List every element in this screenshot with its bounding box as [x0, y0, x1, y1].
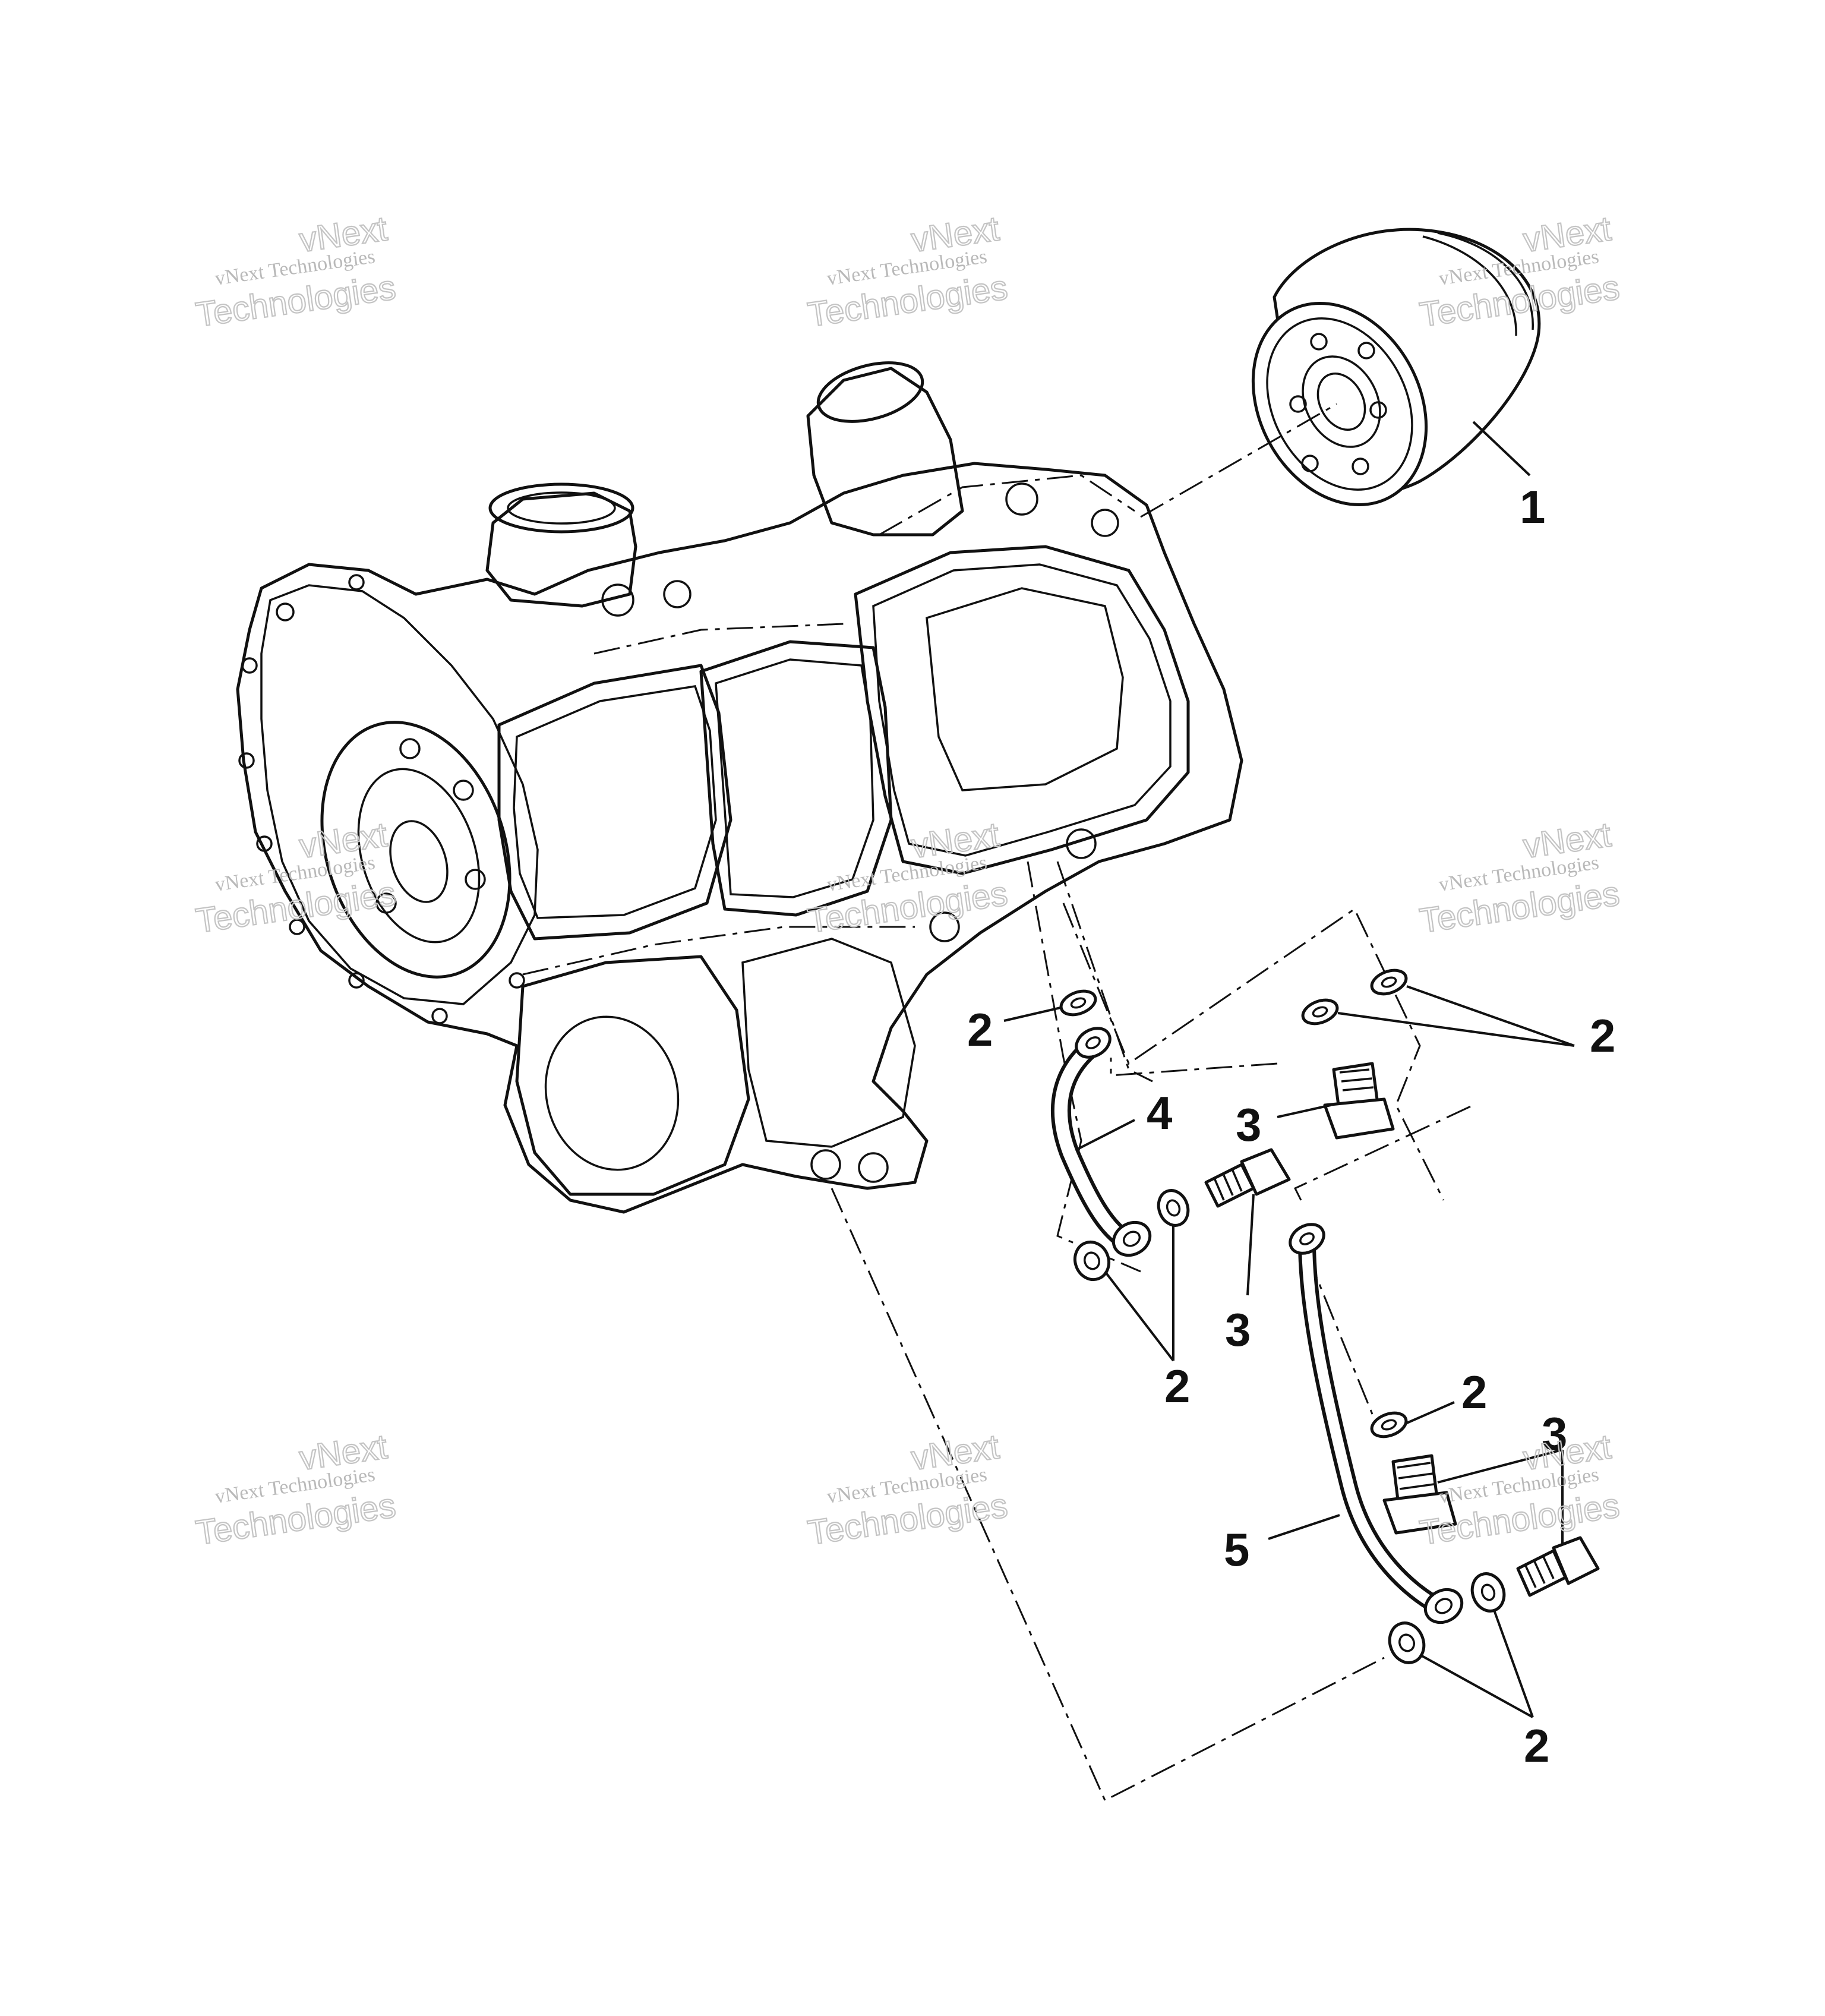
- oil-filter: 1: [1140, 228, 1545, 533]
- oil-pipe-lower: 5 2 3 2: [831, 1104, 1600, 1802]
- engine-crankcase: [236, 361, 1243, 1214]
- callout-bolts-lower: 3: [1542, 1408, 1567, 1460]
- callout-oil-pipe-upper: 4: [1147, 1087, 1172, 1139]
- callout-washers-left-top: 2: [967, 1004, 993, 1056]
- callout-washers-right-top: 2: [1590, 1009, 1615, 1062]
- callout-oil-pipe-lower: 5: [1224, 1523, 1249, 1576]
- callout-washers-bottom: 2: [1524, 1720, 1549, 1772]
- callout-washers-mid: 2: [1164, 1360, 1190, 1412]
- callout-bolt-upper: 3: [1236, 1099, 1261, 1151]
- oil-pipe-upper: 4: [1027, 861, 1445, 1273]
- callout-bolt-mid: 3: [1225, 1304, 1251, 1356]
- callout-washer-lower: 2: [1461, 1366, 1487, 1418]
- callout-oil-filter: 1: [1520, 481, 1545, 533]
- washers-bolts-upper: 2 2 3 3 2: [967, 968, 1615, 1412]
